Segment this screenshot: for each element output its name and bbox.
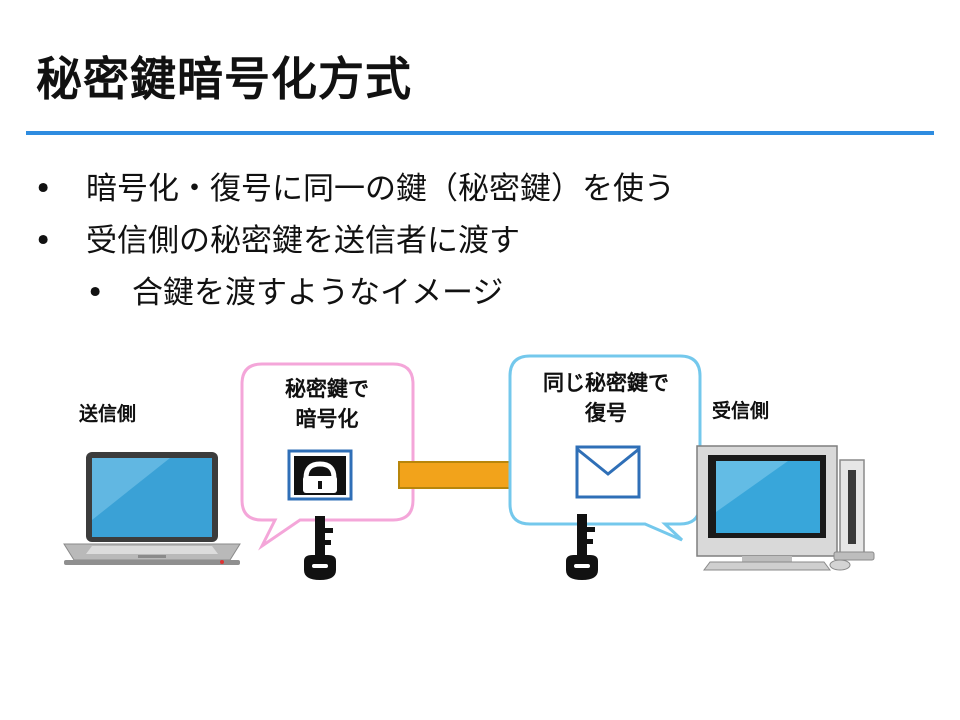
bullet-text: 受信側の秘密鍵を送信者に渡す — [86, 223, 520, 259]
bullet-marker: • — [86, 275, 105, 311]
encrypt-bubble-text: 秘密鍵で 暗号化 — [252, 374, 402, 434]
bullet-marker: • — [34, 171, 53, 207]
envelope-icon — [575, 445, 641, 499]
bullet-marker: • — [34, 223, 53, 259]
laptop-icon — [63, 452, 241, 565]
decrypt-bubble-text: 同じ秘密鍵で 復号 — [516, 368, 696, 428]
desktop-computer-icon — [696, 445, 875, 571]
decrypt-bubble-line-2: 復号 — [585, 401, 627, 425]
locked-envelope-icon — [287, 449, 353, 501]
bullet-text: 暗号化・復号に同一の鍵（秘密鍵）を使う — [86, 171, 675, 207]
slide-title: 秘密鍵暗号化方式 — [36, 52, 412, 106]
title-underline — [26, 131, 934, 135]
receiver-label: 受信側 — [712, 400, 770, 422]
bullet-text: 合鍵を渡すようなイメージ — [132, 275, 504, 311]
decrypt-bubble-line-1: 同じ秘密鍵で — [543, 371, 669, 395]
key-icon — [566, 514, 598, 580]
encrypt-bubble-line-1: 秘密鍵で — [285, 377, 369, 401]
key-icon — [304, 516, 336, 580]
encrypt-bubble-line-2: 暗号化 — [295, 407, 359, 431]
sender-label: 送信側 — [79, 403, 137, 425]
